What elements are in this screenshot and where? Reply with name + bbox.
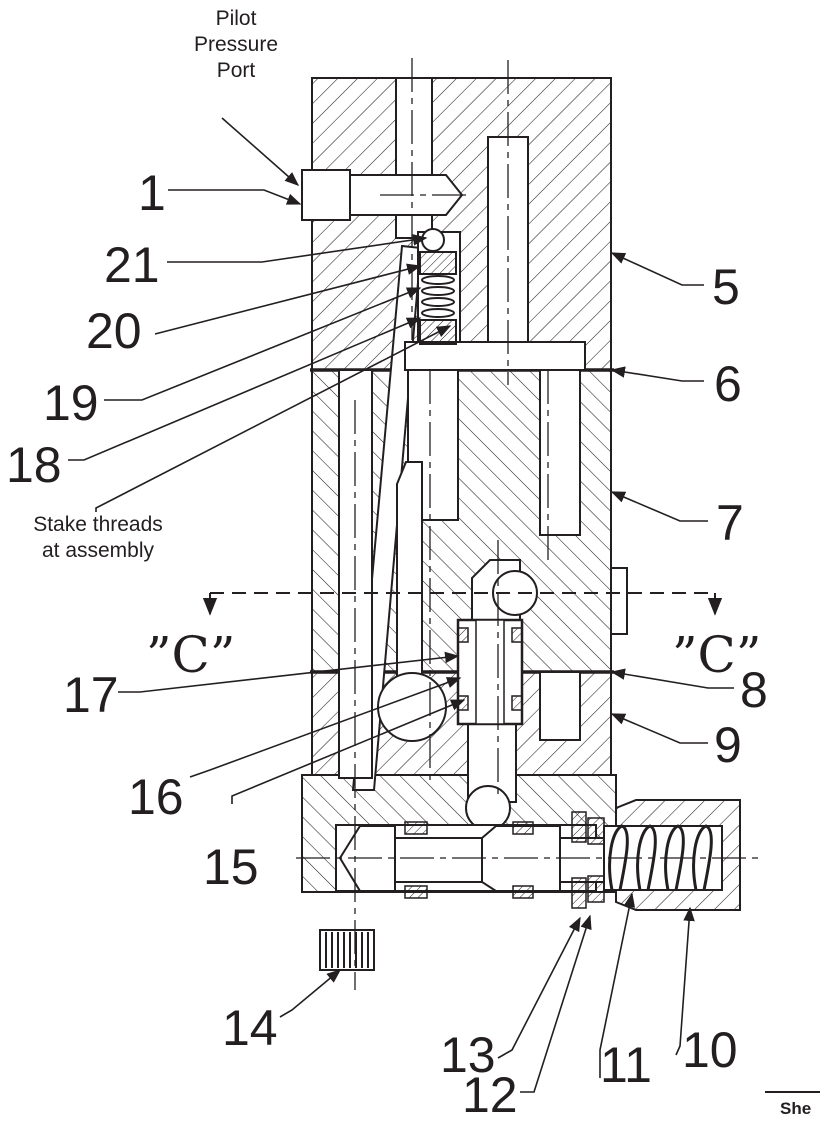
leader-stake [95,325,452,512]
spring-retainer-20 [419,251,457,275]
leader-8 [610,668,734,689]
shuttle-assembly [377,570,538,831]
top-block-5 [311,77,612,371]
port-line: Port [216,59,256,82]
callout-11: 11 [600,1037,652,1093]
side-port-plug [610,567,628,635]
leader-14 [279,969,342,1018]
callout-16: 16 [128,769,184,825]
leader-7 [610,491,708,522]
callout-9: 9 [714,717,742,773]
check-ball-21 [421,228,445,252]
section-mark-left: ”C” [146,626,236,684]
leader-19 [104,287,422,401]
pilot-line: Pilot [215,7,257,30]
callout-6: 6 [714,356,742,412]
washers-12-13 [571,811,605,909]
leader-18 [68,317,422,461]
leader-13 [497,916,581,1059]
pressure-line: Pressure [193,33,279,56]
plug-14 [319,929,375,971]
leader-lines [68,117,734,1093]
callout-13: 13 [440,1027,496,1083]
callout-5: 5 [712,259,740,315]
leader-1 [168,189,302,205]
leader-10 [675,906,695,1056]
stake-threads-note: Stake threads at assembly [12,512,184,564]
callout-21: 21 [104,237,160,293]
pilot-pressure-port-label: Pilot Pressure Port [173,6,299,84]
leader-6 [610,366,704,382]
callout-15: 15 [203,839,259,895]
callout-17: 17 [63,667,119,723]
spring-cap-10 [603,799,741,911]
leader-9 [610,713,708,744]
stake-line-2: at assembly [41,539,155,562]
corner-sheet-text: She [780,1099,812,1118]
leader-16 [189,677,462,778]
callout-7: 7 [716,495,744,551]
leader-pilot-port [221,117,300,186]
leader-17 [118,651,460,693]
leader-15 [231,699,466,804]
leader-11 [599,892,636,1078]
leader-5 [610,252,704,286]
callout-8: 8 [740,662,768,718]
callout-19: 19 [43,375,99,431]
callout-1: 1 [138,165,166,221]
callout-10: 10 [682,1022,738,1078]
spring-11 [608,824,713,891]
leader-12 [520,914,592,1093]
check-valve-assembly [419,228,457,345]
spring-19 [421,275,455,318]
leader-20 [154,263,422,335]
callout-18: 18 [6,437,62,493]
callout-20: 20 [86,303,142,359]
stake-line-1: Stake threads [33,513,163,536]
section-mark-right: ”C” [672,626,762,684]
leader-21 [167,234,428,263]
lower-ball [465,785,511,831]
callout-14: 14 [222,1000,278,1056]
spool-o-rings [404,821,534,899]
callout-12: 12 [462,1067,518,1123]
spool-assembly [335,811,636,909]
upper-ball [492,570,538,616]
